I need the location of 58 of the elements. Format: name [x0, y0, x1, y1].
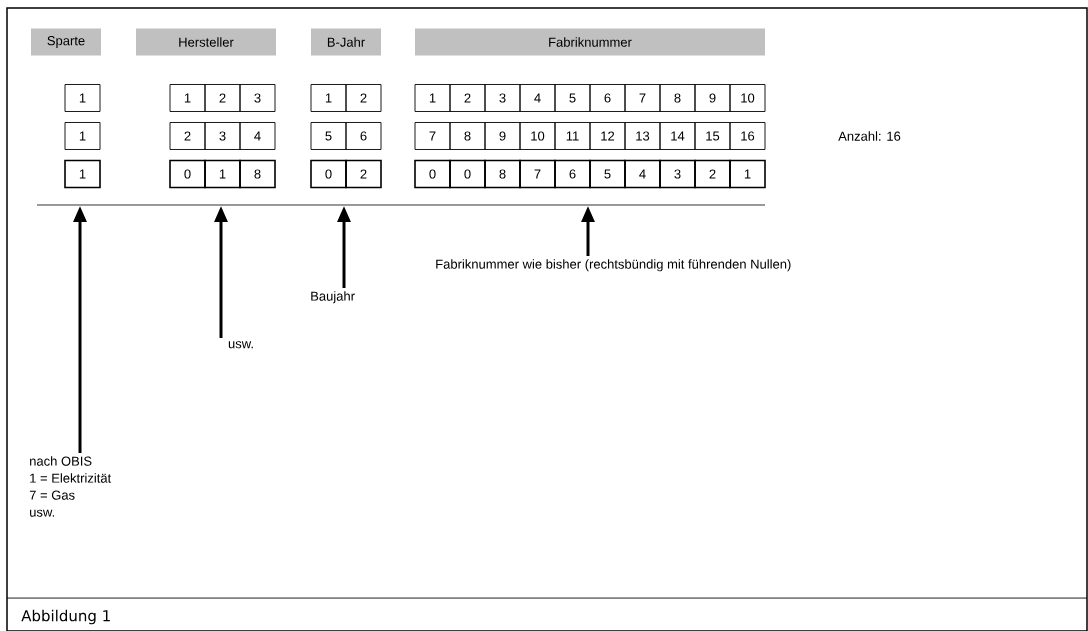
- digit-cell: 3: [239, 84, 276, 112]
- digit-cell: 6: [589, 84, 626, 112]
- caption: Abbildung 1: [21, 609, 110, 625]
- digit-cell: 7: [414, 122, 451, 150]
- digit-cell: 2: [204, 84, 241, 112]
- digit-cell: 0: [414, 159, 451, 189]
- header-band: Sparte: [31, 28, 101, 56]
- digit-cell: 7: [519, 159, 556, 189]
- digit-cell: 3: [659, 159, 696, 189]
- digit-cell: 2: [449, 84, 486, 112]
- digit-cell: 2: [169, 122, 206, 150]
- annotation-text: usw.: [228, 341, 253, 349]
- digit-cell: 0: [169, 159, 206, 189]
- digit-cell: 5: [589, 159, 626, 189]
- digit-cell: 12: [589, 122, 626, 150]
- digit-cell: 13: [624, 122, 661, 150]
- digit-cell: 2: [345, 159, 382, 189]
- digit-cell: 1: [414, 84, 451, 112]
- annotation-text: nach OBIS 1 = Elektrizität 7 = Gas usw.: [29, 456, 112, 517]
- header-band: Fabriknummer: [415, 28, 765, 56]
- digit-cell: 2: [345, 84, 382, 112]
- digit-cell: 6: [345, 122, 382, 150]
- digit-cell: 1: [204, 159, 241, 189]
- digit-cell: 5: [554, 84, 591, 112]
- digit-cell: 4: [519, 84, 556, 112]
- digit-cell: 10: [519, 122, 556, 150]
- digit-cell: 3: [204, 122, 241, 150]
- header-band: Hersteller: [136, 28, 276, 56]
- digit-cell: 10: [729, 84, 766, 112]
- digit-cell: 8: [239, 159, 276, 189]
- digit-cell: 4: [239, 122, 276, 150]
- digit-cell: 16: [729, 122, 766, 150]
- digit-cell: 1: [64, 159, 101, 189]
- digit-cell: 8: [659, 84, 696, 112]
- digit-cell: 1: [169, 84, 206, 112]
- count-label: Anzahl: 16: [838, 131, 901, 141]
- annotation-text: Fabriknummer wie bisher (rechtsbündig mit führenden Nullen): [436, 259, 791, 272]
- digit-cell: 1: [64, 122, 101, 150]
- digit-cell: 14: [659, 122, 696, 150]
- digit-cell: 8: [484, 159, 521, 189]
- digit-cell: 4: [624, 159, 661, 189]
- digit-cell: 9: [484, 122, 521, 150]
- header-band: B-Jahr: [311, 28, 381, 56]
- digit-cell: 8: [449, 122, 486, 150]
- digit-cell: 0: [449, 159, 486, 189]
- digit-cell: 9: [694, 84, 731, 112]
- digit-cell: 1: [310, 84, 347, 112]
- digit-cell: 6: [554, 159, 591, 189]
- digit-cell: 0: [310, 159, 347, 189]
- annotation-text: Baujahr: [311, 291, 355, 304]
- digit-cell: 15: [694, 122, 731, 150]
- digit-cell: 3: [484, 84, 521, 112]
- digit-cell: 5: [310, 122, 347, 150]
- digit-cell: 11: [554, 122, 591, 150]
- digit-cell: 7: [624, 84, 661, 112]
- digit-cell: 2: [694, 159, 731, 189]
- digit-cell: 1: [729, 159, 766, 189]
- digit-cell: 1: [64, 84, 101, 112]
